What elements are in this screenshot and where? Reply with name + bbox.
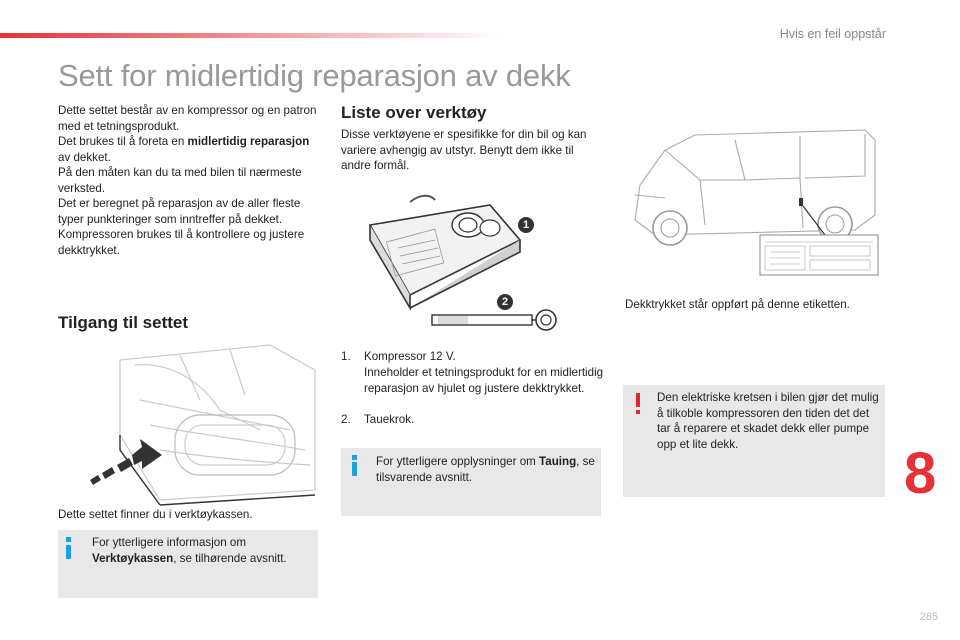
list-item-1-detail: Inneholder et tetningsprodukt for en mid… bbox=[364, 366, 604, 395]
intro-paragraph-1: Dette settet består av en kompressor og … bbox=[58, 104, 317, 133]
access-caption: Dette settet finner du i verktøykassen. bbox=[58, 508, 253, 521]
list-item-1-title: Kompressor 12 V. bbox=[364, 350, 456, 363]
list-item-2-number: 2. bbox=[341, 413, 351, 426]
info-icon-bar bbox=[352, 462, 357, 476]
intro-paragraph-5: Kompressoren brukes til å kontrollere og… bbox=[58, 228, 305, 257]
warning-box bbox=[623, 385, 885, 497]
info-icon bbox=[352, 455, 357, 460]
header-accent-bar bbox=[0, 33, 500, 38]
info-box-toolbox bbox=[58, 530, 318, 598]
warning-icon-dot bbox=[636, 410, 640, 414]
info-box-towing bbox=[341, 448, 601, 516]
list-item-1-number: 1. bbox=[341, 350, 351, 363]
page-number: 285 bbox=[919, 611, 938, 623]
tools-illustration bbox=[368, 194, 557, 331]
page-title: Sett for midlertidig reparasjon av dekk bbox=[58, 58, 571, 93]
warning-icon bbox=[636, 393, 640, 407]
callout-1: 1 bbox=[518, 217, 534, 233]
chapter-number: 8 bbox=[904, 441, 937, 506]
tools-description: Disse verktøyene er spesifikke for din b… bbox=[341, 128, 587, 173]
section-title: Hvis en feil oppstår bbox=[779, 27, 886, 41]
intro-paragraph-4: Det er beregnet på reparasjon av de alle… bbox=[58, 197, 301, 226]
intro-paragraph-3: På den måten kan du ta med bilen til nær… bbox=[58, 166, 302, 195]
tools-heading: Liste over verktøy bbox=[341, 103, 487, 122]
info-icon-bar bbox=[66, 545, 71, 559]
label-caption: Dekktrykket står oppført på denne etiket… bbox=[625, 298, 850, 311]
van-tyre-label-illustration bbox=[634, 129, 879, 276]
info-icon bbox=[66, 537, 71, 542]
info-text-towing: For ytterligere opplysninger om Tauing, … bbox=[376, 455, 595, 484]
seat-toolbox-illustration bbox=[90, 344, 316, 506]
callout-2: 2 bbox=[497, 294, 513, 310]
info-text-toolbox: For ytterligere informasjon om Verktøyka… bbox=[92, 536, 287, 565]
intro-paragraph-2: Det brukes til å foreta en midlertidig r… bbox=[58, 135, 310, 164]
warning-text: Den elektriske kretsen i bilen gjør det … bbox=[657, 391, 879, 451]
list-item-2-title: Tauekrok. bbox=[364, 413, 415, 426]
access-heading: Tilgang til settet bbox=[58, 313, 189, 332]
